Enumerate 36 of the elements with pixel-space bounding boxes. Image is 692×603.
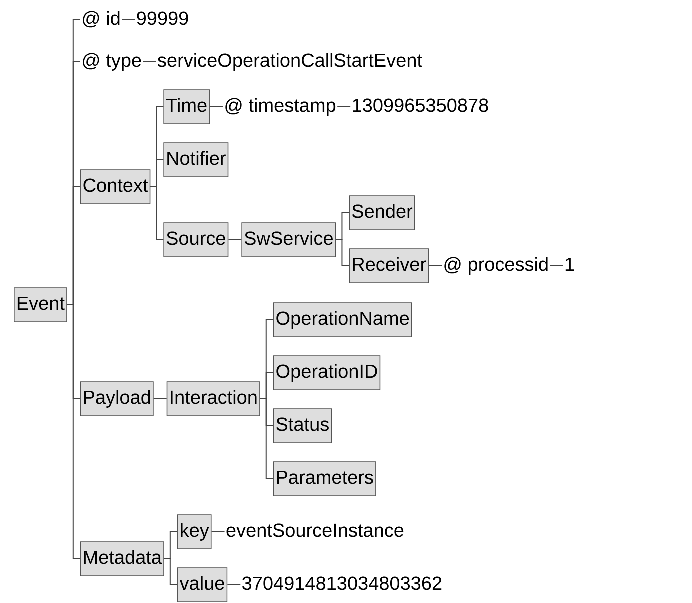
attribute-text: 99999	[137, 12, 188, 26]
element-box: Status	[273, 408, 332, 444]
tree-connector	[336, 240, 350, 266]
tree-connector	[150, 186, 164, 240]
tree-connector	[66, 304, 81, 560]
attribute-text: @ type	[83, 53, 142, 71]
attribute-text: eventSourceInstance	[226, 524, 404, 538]
element-box: OperationID	[273, 356, 381, 390]
attribute-text: @ timestamp	[226, 98, 336, 116]
attribute-text: 1309965350878	[353, 98, 488, 112]
attribute-text: 3704914813034803362	[242, 576, 442, 590]
element-box: Metadata	[80, 542, 164, 576]
element-box: value	[177, 568, 228, 602]
element-box: Interaction	[166, 382, 260, 416]
element-box: Event	[14, 288, 68, 322]
tree-connector	[260, 398, 274, 480]
element-box: Time	[164, 90, 210, 124]
element-box: SwService	[242, 222, 336, 258]
attribute-text: @ processid	[444, 257, 548, 275]
attribute-text: @ id	[83, 11, 120, 28]
element-box: Source	[164, 222, 229, 258]
tree-connector	[153, 398, 168, 400]
element-box: Parameters	[273, 462, 376, 496]
element-box: OperationName	[273, 302, 412, 338]
element-box: Notifier	[164, 142, 229, 178]
element-box: Payload	[80, 382, 154, 416]
element-box: Sender	[349, 196, 416, 230]
tree-connector	[227, 584, 242, 586]
element-box: key	[177, 514, 212, 550]
element-box: Context	[80, 170, 151, 204]
tree-connector	[164, 558, 178, 586]
attribute-text: 1	[566, 258, 574, 271]
attribute-text: serviceOperationCallStartEvent	[158, 53, 422, 71]
element-box: Receiver	[349, 248, 429, 284]
tree-connector	[209, 106, 224, 108]
tree-connector	[337, 106, 352, 108]
